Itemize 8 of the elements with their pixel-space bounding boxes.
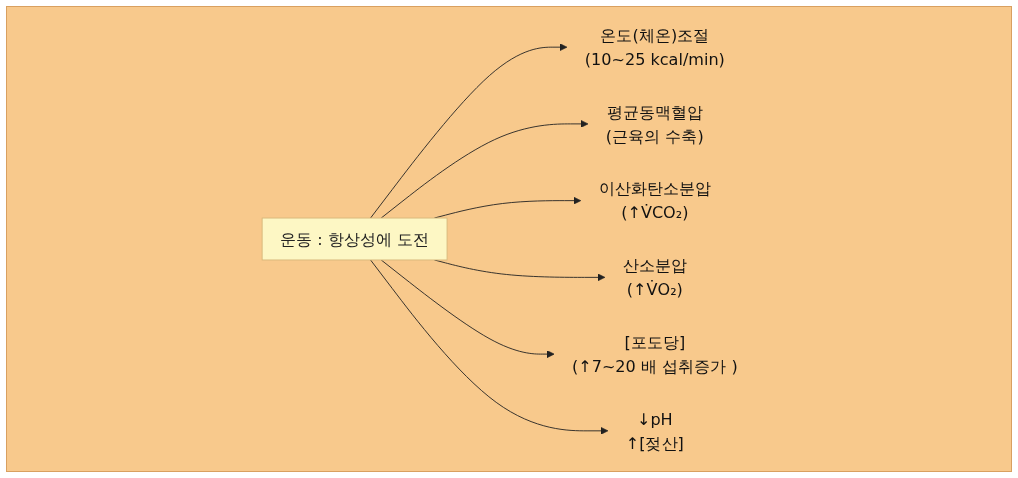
node-text: [포도당] (↑7~20 배 섭취증가 )	[572, 332, 738, 376]
panel-background: 운동 : 항상성에 도전 온도(체온)조절 (10~25 kcal/min) 평균동맥혈압 (근육의 수축) 이산화탄소분압 (↑V̇CO₂) 산소분압 (↑V̇O₂) [포도당] (↑7~20 배 섭취증가 ) ↓pH ↑[젖산]	[6, 6, 1012, 472]
node-text: 이산화탄소분압 (↑V̇CO₂)	[598, 179, 712, 223]
node-box	[261, 217, 448, 261]
node-text: 산소분압 (↑V̇O₂)	[622, 255, 688, 299]
node-text: 온도(체온)조절 (10~25 kcal/min)	[584, 25, 726, 69]
node-text: ↓pH ↑[젖산]	[625, 409, 685, 453]
node-text: 평균동맥혈압 (근육의 수축)	[606, 102, 704, 146]
